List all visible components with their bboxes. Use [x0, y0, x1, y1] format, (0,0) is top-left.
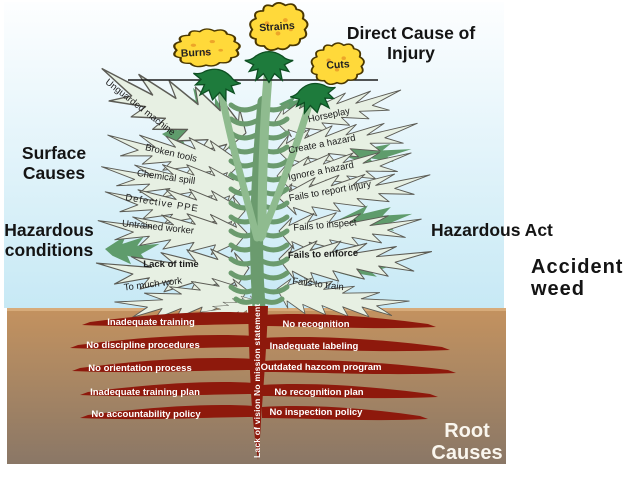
- root-label-no-discipline-procedures: No discipline procedures: [86, 340, 200, 351]
- root-label-outdated-hazcom-program: Outdated hazcom program: [260, 362, 382, 373]
- flower-stems-icon: [216, 59, 316, 242]
- heading-hazardous-act: Hazardous Act: [431, 220, 553, 240]
- root-label-no-orientation-process: No orientation process: [88, 363, 192, 374]
- flower-cuts-icon: [310, 42, 365, 86]
- flower-burns-icon: [173, 27, 241, 68]
- root-label-inadequate-training-plan: Inadequate training plan: [90, 387, 200, 398]
- heading-root-causes: Root Causes: [431, 420, 503, 465]
- heading-surface-causes: Surface Causes: [21, 143, 87, 183]
- root-label-inadequate-training: Inadequate training: [107, 317, 195, 328]
- root-label-no-accountability-policy: No accountability policy: [91, 409, 201, 420]
- root-label-inadequate-labeling: Inadequate labeling: [269, 341, 359, 352]
- leaf-label-lack-of-time: Lack of time: [143, 259, 199, 270]
- dandelion-flowers-icon: [173, 1, 365, 119]
- taproot-label: Lack of vision No mission statement: [252, 303, 262, 458]
- flower-strains-icon: [249, 1, 309, 52]
- root-label-no-recognition: No recognition: [282, 319, 350, 330]
- root-label-no-recognition-plan: No recognition plan: [274, 387, 364, 398]
- root-label-no-inspection-policy: No inspection policy: [269, 407, 363, 418]
- heading-accident-weed: Accident weed: [531, 256, 624, 301]
- root-system-icon: [70, 306, 456, 460]
- heading-direct-cause-of-injury: Direct Cause of Injury: [346, 23, 476, 63]
- heading-hazardous-conditions: Hazardous conditions: [4, 220, 94, 260]
